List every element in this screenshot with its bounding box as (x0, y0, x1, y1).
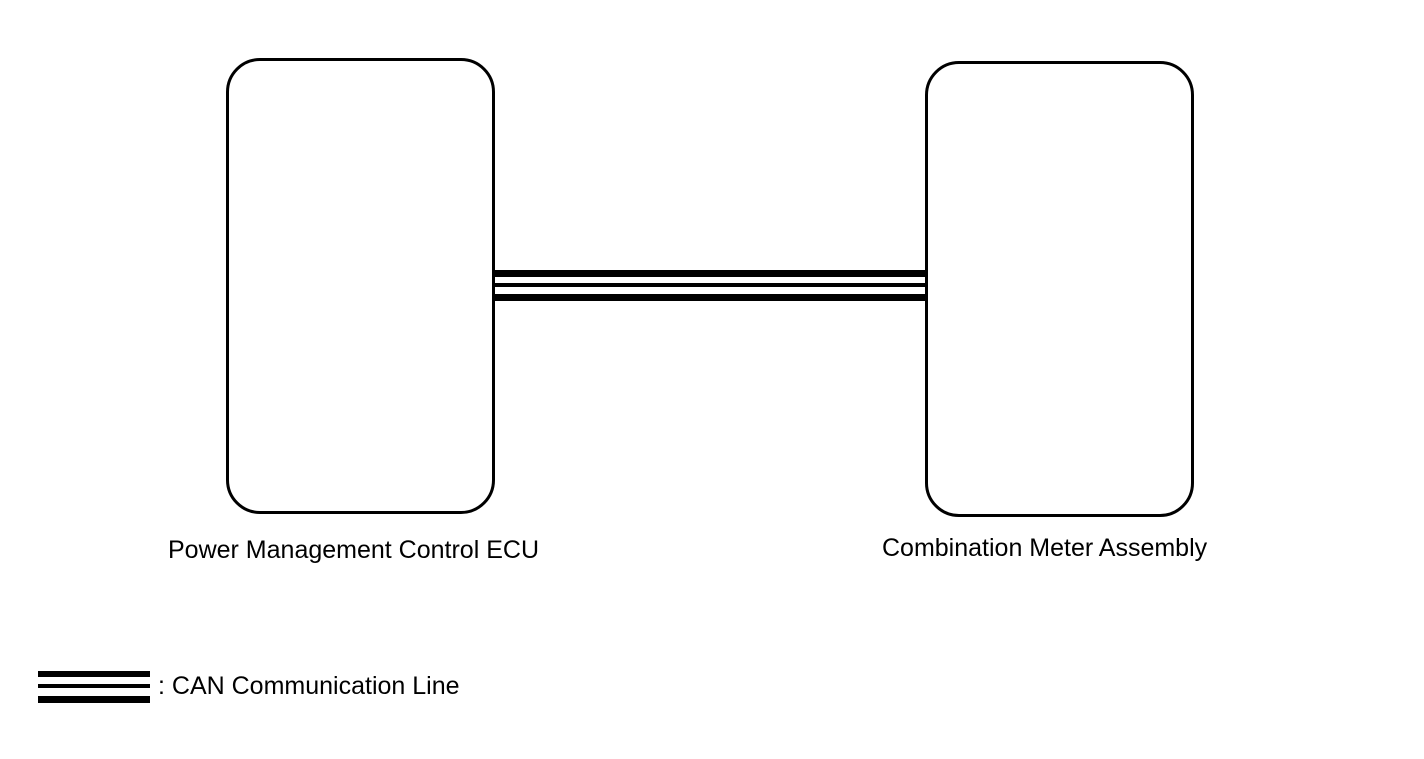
power-management-ecu-label: Power Management Control ECU (168, 536, 539, 564)
can-line-bar-top (494, 270, 927, 277)
legend-bar-top (38, 671, 150, 677)
legend-label: : CAN Communication Line (158, 672, 460, 700)
legend-bar-bottom (38, 696, 150, 703)
combination-meter-label: Combination Meter Assembly (882, 534, 1208, 562)
can-line-bar-middle (494, 283, 927, 287)
legend-bar-middle (38, 684, 150, 688)
combination-meter-box (925, 61, 1194, 517)
can-line-bar-bottom (494, 294, 927, 301)
power-management-ecu-box (226, 58, 495, 514)
legend-can-line-swatch (38, 671, 150, 704)
can-communication-line (494, 270, 927, 302)
